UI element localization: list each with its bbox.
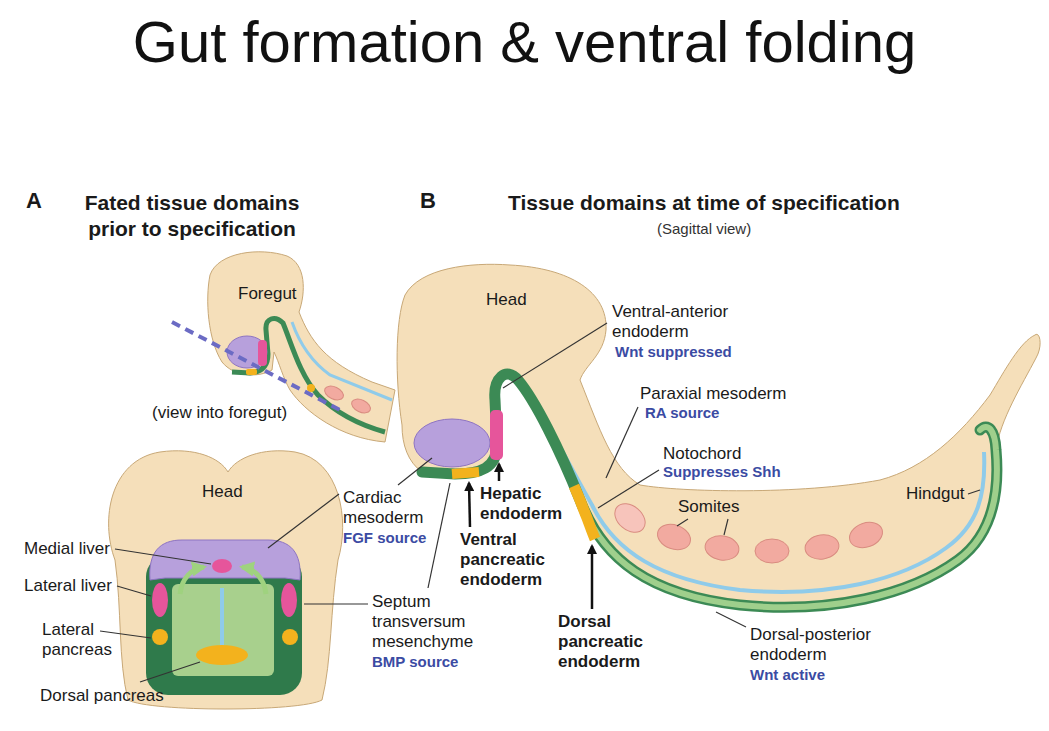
panel-heading: Tissue domains at time of specification	[508, 190, 900, 215]
lateral-pancreas	[152, 629, 168, 645]
leader-line	[268, 494, 339, 548]
somite	[755, 539, 789, 563]
leader-line	[598, 470, 659, 508]
panel-letter: B	[420, 188, 436, 214]
somite	[703, 534, 740, 562]
leader-line	[115, 549, 211, 564]
somite	[349, 396, 372, 415]
part-label: Notochord	[663, 444, 741, 464]
somite	[846, 518, 886, 552]
notochord-line	[528, 392, 984, 592]
part-label: Hepatic endoderm	[480, 484, 575, 524]
view-note: (Sagittal view)	[657, 220, 751, 238]
embryo-body	[397, 264, 1040, 607]
region-label: Foregut	[238, 284, 297, 304]
panel-heading: Fated tissue domains prior to specificat…	[72, 190, 312, 242]
leader-line	[716, 612, 746, 627]
part-label: Dorsal pancreas	[40, 686, 164, 706]
leader-line	[677, 519, 688, 526]
somite	[654, 520, 694, 554]
dorsal-pancreas	[196, 645, 248, 665]
pancreatic-endoderm	[246, 369, 257, 375]
signal-note: FGF source	[343, 529, 426, 547]
leader-line	[100, 631, 151, 638]
head-outline	[109, 451, 343, 709]
migration-arrow	[242, 567, 266, 594]
slide-title: Gut formation & ventral folding	[0, 6, 1049, 78]
leader-line	[606, 407, 638, 478]
leader-line	[968, 490, 980, 494]
region-label: Head	[486, 290, 527, 310]
part-label: Ventral-anterior endoderm	[612, 302, 762, 342]
part-label: Dorsal-posterior endoderm	[750, 625, 890, 665]
endoderm-floor	[172, 584, 274, 676]
part-label: Paraxial mesoderm	[640, 384, 786, 404]
notochord-line	[220, 588, 224, 646]
pointer-arrow	[498, 464, 501, 481]
pancreatic-endoderm	[307, 384, 315, 392]
gut-endoderm-outline	[422, 374, 997, 607]
dorsal-pancreatic-endoderm	[574, 486, 595, 539]
medial-liver	[212, 559, 232, 573]
pointer-arrow	[469, 483, 470, 527]
leader-line	[140, 662, 200, 682]
hepatic-endoderm	[258, 340, 267, 366]
leader-line	[428, 483, 450, 588]
part-label: Lateral pancreas	[42, 620, 122, 660]
somite	[803, 533, 840, 561]
part-label: Ventral pancreatic endoderm	[460, 530, 555, 590]
region-label: Head	[202, 482, 243, 502]
part-label: Dorsal pancreatic endoderm	[558, 612, 653, 672]
view-note: (view into foregut)	[152, 403, 287, 423]
signal-note: BMP source	[372, 653, 458, 671]
leader-line	[117, 586, 151, 596]
part-label: Septum transversum mesenchyme	[372, 592, 484, 652]
ventral-pancreatic-endoderm	[452, 472, 479, 474]
lateral-liver	[281, 583, 297, 617]
section-plane	[172, 322, 340, 410]
cardiac-mesoderm	[150, 540, 300, 580]
pointer-arrow	[591, 546, 594, 609]
signal-note: Wnt suppressed	[615, 343, 732, 361]
part-label: Somites	[678, 497, 739, 517]
part-label: Hindgut	[906, 484, 965, 504]
lateral-pancreas	[282, 629, 298, 645]
gut-endoderm	[580, 427, 997, 607]
leader-line	[398, 458, 432, 485]
signal-note: RA source	[645, 404, 719, 422]
part-label: Cardiac mesoderm	[343, 488, 443, 528]
cardiac-mesoderm	[414, 419, 490, 467]
hepatic-endoderm	[490, 410, 503, 460]
migration-arrow	[180, 567, 204, 594]
panel-letter: A	[26, 188, 42, 214]
leader-line	[304, 603, 368, 604]
part-label: Lateral liver	[24, 576, 112, 596]
leader-line	[724, 519, 728, 535]
part-label: Medial liver	[24, 539, 110, 559]
leader-line	[503, 323, 607, 388]
signal-note: Wnt active	[750, 666, 825, 684]
somite	[322, 383, 345, 402]
signal-note: Suppresses Shh	[663, 463, 781, 481]
notochord-line	[292, 322, 392, 400]
somite	[609, 498, 650, 538]
lateral-liver	[152, 583, 168, 617]
